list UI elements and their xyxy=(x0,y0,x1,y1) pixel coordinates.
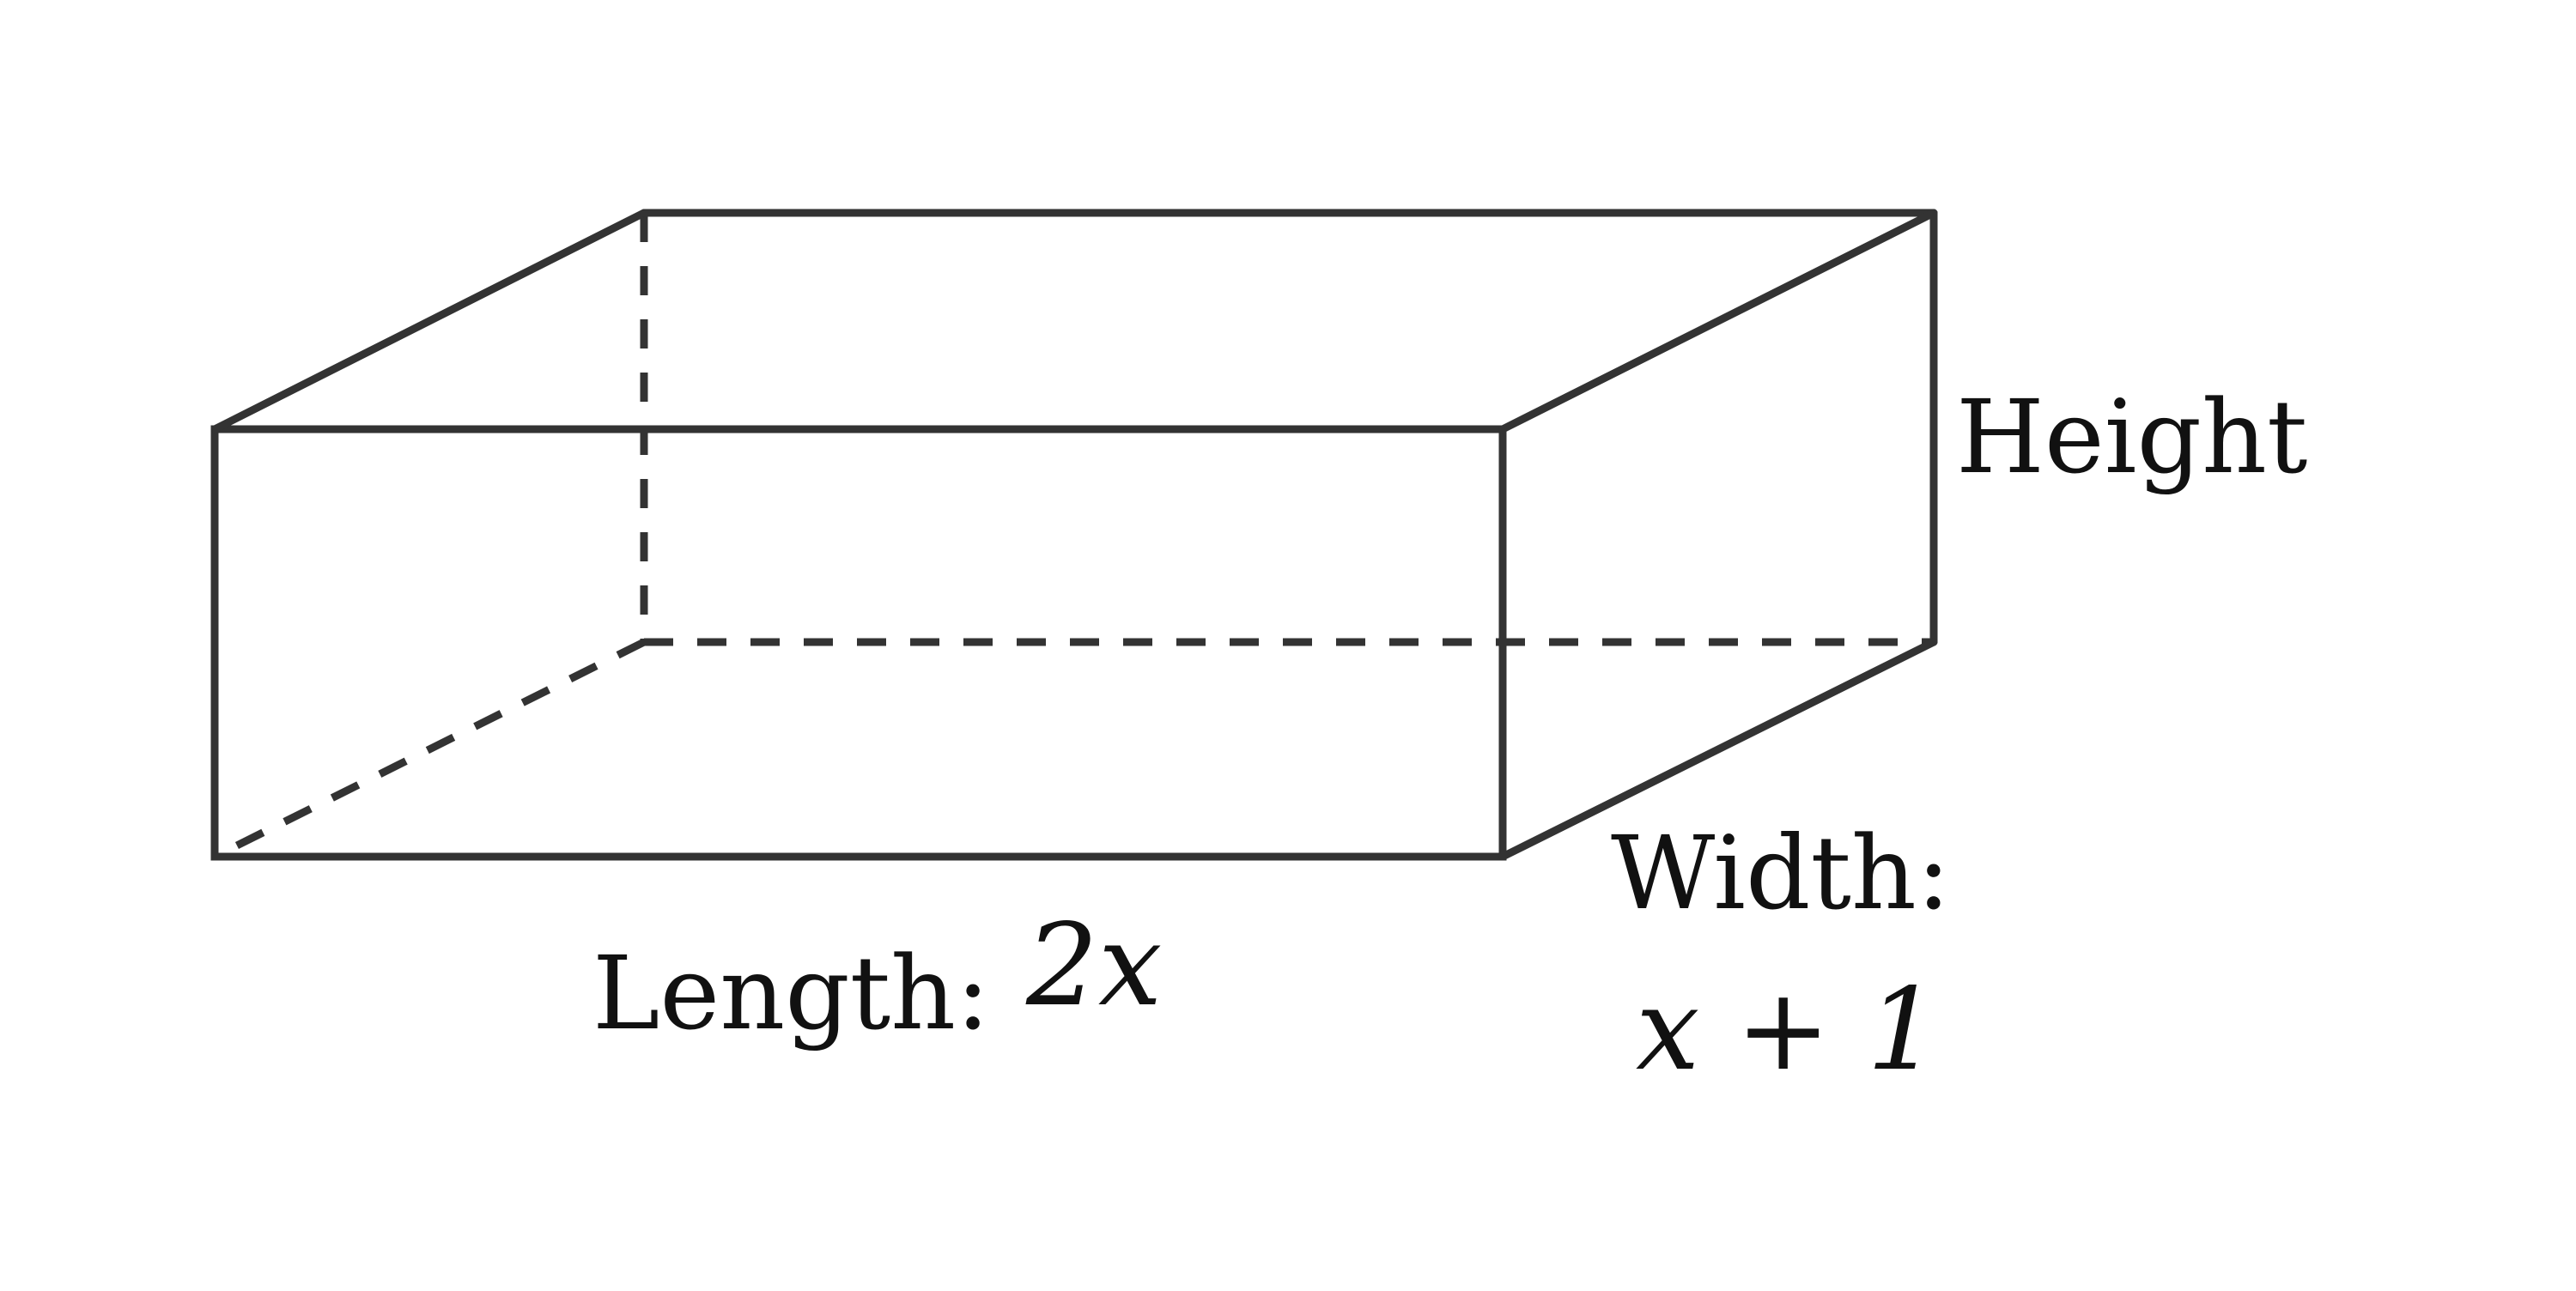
top-right-depth-edge xyxy=(1498,209,1938,433)
height-label: Height xyxy=(1956,378,2307,496)
top-left-depth-edge xyxy=(210,209,648,433)
hidden-edges xyxy=(212,213,1934,861)
bottom-right-depth-edge xyxy=(1498,638,1938,861)
length-label: Length: xyxy=(592,934,990,1052)
hidden-left-depth-edge xyxy=(212,638,647,861)
width-label: Width: xyxy=(1611,814,1951,932)
length-expression: 2x xyxy=(1025,900,1162,1032)
visible-edges xyxy=(210,209,1938,861)
width-expression: x + 1 xyxy=(1636,964,1939,1096)
